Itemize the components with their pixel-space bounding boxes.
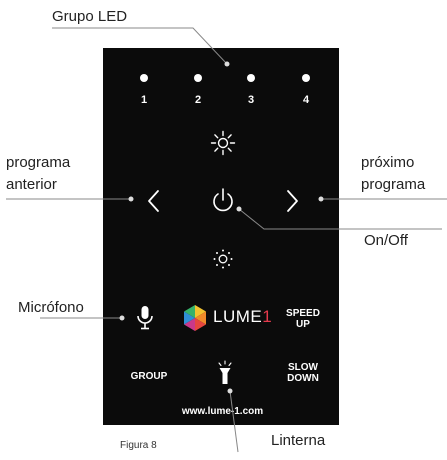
led-2-indicator [194, 74, 202, 82]
led-4-indicator [302, 74, 310, 82]
brightness-down-icon[interactable] [212, 248, 234, 270]
power-icon[interactable] [210, 187, 236, 215]
logo-text: LUME [213, 307, 263, 326]
website-url: www.lume-1.com [181, 406, 264, 417]
led-3-number: 3 [247, 94, 255, 106]
led-2-number: 2 [194, 94, 202, 106]
remote-control-panel [103, 48, 339, 425]
callout-programa-anterior-line1: programa [6, 154, 71, 171]
brightness-up-icon[interactable] [210, 130, 236, 156]
slow-down-label-line1: SLOW [288, 362, 318, 373]
speed-up-label-line2: UP [296, 319, 310, 330]
group-button[interactable]: GROUP [130, 371, 168, 382]
lume-cube-logo-icon [184, 305, 206, 331]
speed-up-label-line1: SPEED [286, 308, 320, 319]
callout-microfono: Micrófono [18, 299, 84, 316]
slow-down-button[interactable]: SLOW DOWN [283, 362, 323, 384]
led-1-number: 1 [140, 94, 148, 106]
callout-linterna: Linterna [271, 432, 326, 449]
callout-line-grupo-led [52, 27, 228, 65]
callout-line-on-off [238, 208, 442, 230]
callout-on-off: On/Off [364, 232, 408, 249]
led-1-indicator [140, 74, 148, 82]
microphone-icon[interactable] [136, 305, 154, 331]
led-4-number: 4 [302, 94, 310, 106]
callout-proximo-programa-line1: próximo [361, 154, 415, 171]
callout-grupo-led: Grupo LED [52, 8, 128, 25]
callout-proximo-programa: próximo programa [361, 152, 425, 196]
led-3-indicator [247, 74, 255, 82]
callout-programa-anterior-line2: anterior [6, 176, 57, 193]
flashlight-icon[interactable] [216, 360, 234, 386]
callout-programa-anterior: programa anterior [6, 152, 70, 196]
figure-caption: Figura 8 [120, 440, 157, 451]
speed-up-button[interactable]: SPEED UP [284, 308, 322, 330]
chevron-left-icon[interactable] [146, 189, 162, 213]
callout-proximo-programa-line2: programa [361, 176, 426, 193]
slow-down-label-line2: DOWN [287, 373, 319, 384]
logo-wordmark: LUME1 [213, 307, 272, 327]
callout-line-linterna [229, 390, 239, 453]
chevron-right-icon[interactable] [284, 189, 300, 213]
logo-number: 1 [262, 307, 273, 326]
